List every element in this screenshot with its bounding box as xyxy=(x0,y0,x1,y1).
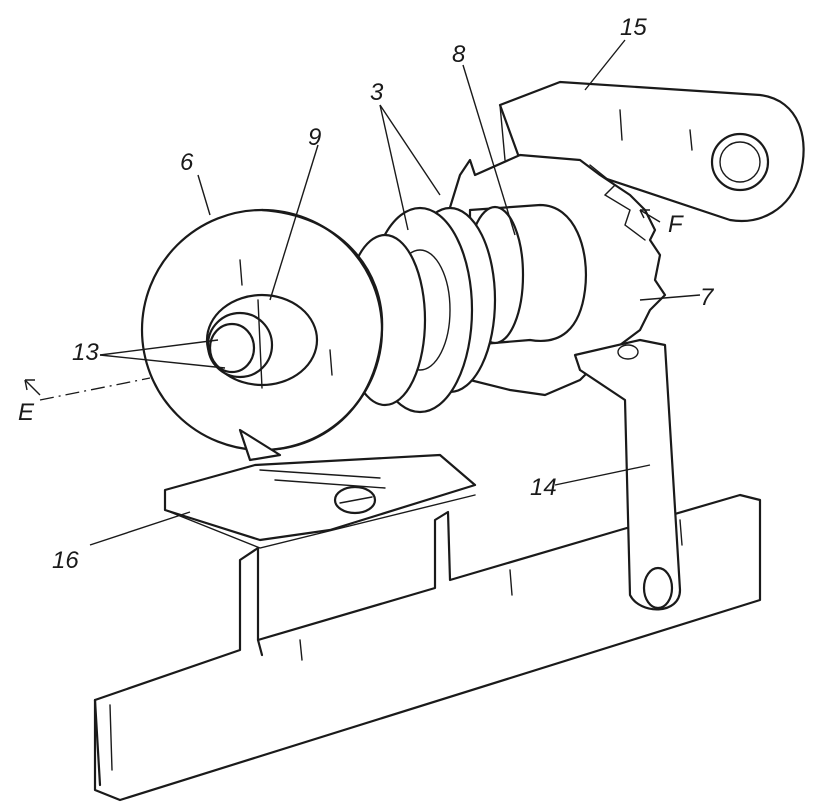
link-14 xyxy=(573,338,682,611)
label-f: F xyxy=(668,211,684,238)
label-9: 9 xyxy=(308,124,321,151)
axis-e xyxy=(24,377,151,401)
label-7: 7 xyxy=(700,284,715,311)
label-6: 6 xyxy=(180,149,194,176)
plate-16 xyxy=(163,428,477,549)
label-8: 8 xyxy=(452,41,466,68)
label-16: 16 xyxy=(52,547,79,574)
label-3: 3 xyxy=(370,79,384,106)
reference-labels: 3 6 7 8 9 13 14 15 16 E F xyxy=(18,14,715,574)
base-rail xyxy=(93,493,762,802)
label-14: 14 xyxy=(530,474,557,501)
label-15: 15 xyxy=(620,14,647,41)
hub-9 xyxy=(205,293,319,389)
lever-15 xyxy=(498,80,805,222)
arrow-f xyxy=(639,209,661,223)
leader-lines xyxy=(89,39,701,546)
label-13: 13 xyxy=(72,339,99,366)
label-e: E xyxy=(18,399,35,426)
